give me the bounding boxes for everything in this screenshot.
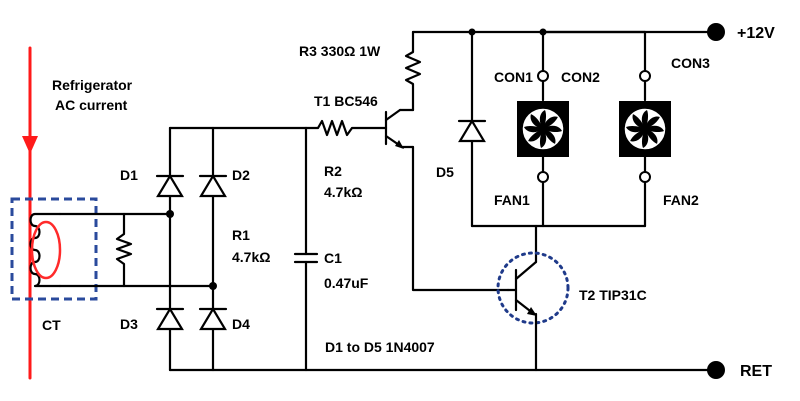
label-con1: CON1 xyxy=(494,69,533,85)
label-r3: R3 330Ω 1W xyxy=(299,43,381,59)
label-diodes-note: D1 to D5 1N4007 xyxy=(325,339,435,355)
resistor-r3 xyxy=(404,30,422,112)
current-transformer xyxy=(10,197,215,301)
label-t1: T1 BC546 xyxy=(314,93,378,109)
junction-dot xyxy=(166,210,174,218)
label-d2: D2 xyxy=(232,167,250,183)
label-plus12v: +12V xyxy=(737,25,775,42)
label-t2: T2 TIP31C xyxy=(579,287,647,303)
transistor-t1 xyxy=(384,108,415,149)
junction-dot xyxy=(209,282,217,290)
label-ac-current: AC current xyxy=(55,97,128,113)
diode-d4 xyxy=(198,306,228,331)
t1-emitter-wire xyxy=(411,145,510,292)
label-c1-value: 0.47uF xyxy=(324,275,369,291)
diode-d5 xyxy=(457,30,487,228)
diode-d1 xyxy=(155,173,185,198)
label-ct: CT xyxy=(42,317,61,333)
label-fan2: FAN2 xyxy=(663,192,699,208)
transistor-t2 xyxy=(496,251,570,372)
label-d1: D1 xyxy=(120,167,138,183)
label-r2: R2 xyxy=(324,163,342,179)
label-refrigerator: Refrigerator xyxy=(52,77,133,93)
fan2 xyxy=(541,30,672,228)
label-r1: R1 xyxy=(232,227,250,243)
label-con3: CON3 xyxy=(671,55,710,71)
fan-icon xyxy=(618,100,672,158)
ac-line xyxy=(22,46,38,380)
resistor-r2 xyxy=(304,119,388,137)
diode-d3 xyxy=(155,306,185,331)
label-c1: C1 xyxy=(324,250,342,266)
label-con2: CON2 xyxy=(561,69,600,85)
label-d5: D5 xyxy=(436,164,454,180)
diode-d2 xyxy=(198,173,228,198)
label-r2-value: 4.7kΩ xyxy=(324,184,362,200)
label-d3: D3 xyxy=(120,316,138,332)
ret-rail xyxy=(168,361,725,379)
label-fan1: FAN1 xyxy=(494,192,530,208)
capacitor-c1 xyxy=(293,126,319,372)
label-ret: RET xyxy=(740,363,772,380)
fan-icon xyxy=(516,100,570,158)
burden-resistor xyxy=(115,212,133,288)
label-d4: D4 xyxy=(232,316,250,332)
label-r1-value: 4.7kΩ xyxy=(232,249,270,265)
fan1 xyxy=(516,30,570,228)
